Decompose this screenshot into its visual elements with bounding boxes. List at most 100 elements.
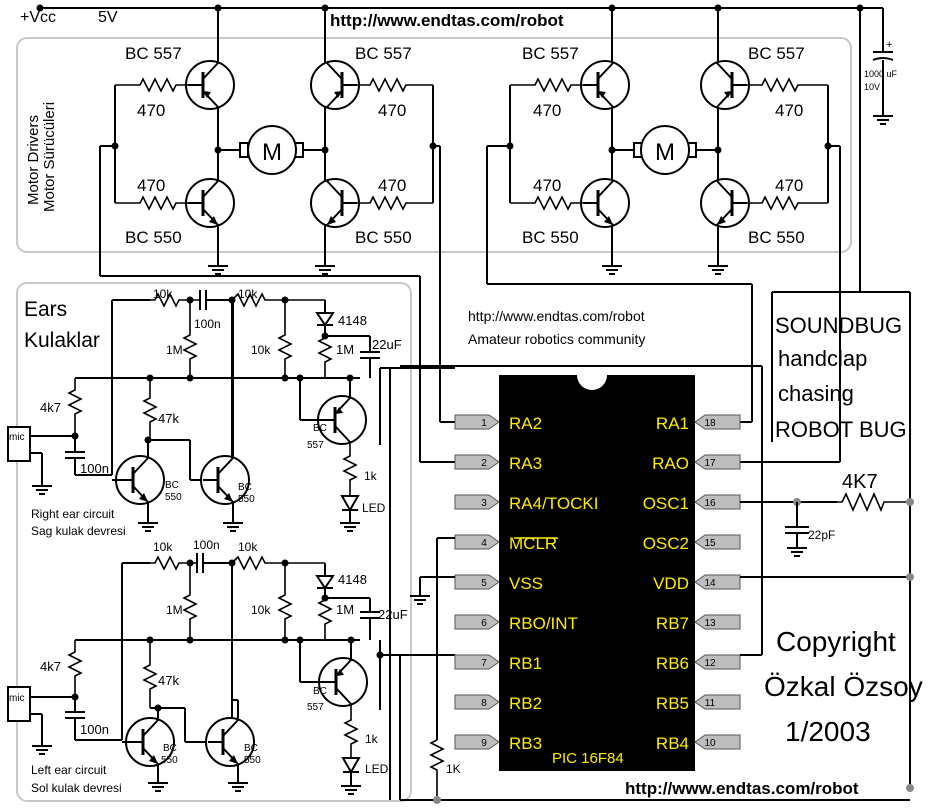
pnp-transistor [309, 59, 361, 111]
title-line-2: handclap [778, 346, 867, 371]
pin-number: 12 [704, 658, 716, 669]
chip-pin-left: 1 RA2 [454, 414, 542, 433]
part-label: 100n [80, 461, 109, 476]
npn-transistor [309, 177, 361, 229]
part-label: BC [244, 743, 258, 754]
part-label: 550 [244, 755, 261, 766]
pin-number: 3 [481, 498, 487, 509]
resistor-label: 470 [137, 176, 165, 195]
part-label: 4k7 [40, 400, 61, 415]
part-label: 10k [251, 343, 271, 357]
part-label: LED [362, 501, 386, 515]
part-label: 10k [238, 540, 258, 554]
part-label: LED [365, 762, 389, 776]
transistor-label: BC 557 [125, 44, 182, 63]
part-label: 550 [238, 494, 255, 505]
part-label: BC [163, 743, 177, 754]
part-label: 4k7 [40, 659, 61, 674]
pnp-transistor [699, 59, 751, 111]
community-url: http://www.endtas.com/robot [468, 308, 645, 324]
pin-name: VSS [509, 574, 543, 593]
motor-label: M [655, 139, 675, 166]
chip-pin-right: 12 RB6 [656, 654, 741, 673]
pin-number: 13 [704, 618, 716, 629]
pin-name: RBO/INT [509, 614, 578, 633]
transistor-label: BC 557 [748, 44, 805, 63]
part-label: 550 [161, 755, 178, 766]
part-label: 22uF [378, 607, 408, 622]
pnp-transistor [184, 59, 236, 111]
pin-name: RA3 [509, 454, 542, 473]
part-label: 100n [80, 722, 109, 737]
supply-rail [36, 4, 911, 788]
pin-number: 18 [704, 418, 716, 429]
title-line-4: ROBOT BUG [775, 417, 907, 442]
left-ear-circuit [7, 553, 455, 795]
pnp-transistor [579, 59, 631, 111]
motor-drivers-frame [16, 37, 852, 253]
pin-name: OSC2 [643, 534, 689, 553]
part-label: 10k [153, 540, 173, 554]
part-label: 100n [194, 317, 221, 331]
title-line-3: chasing [778, 381, 854, 406]
osc-resistor-label: 4K7 [842, 471, 878, 493]
ears-title-tr: Kulaklar [24, 329, 100, 352]
pin-number: 1 [481, 418, 487, 429]
pin-name: RB6 [656, 654, 689, 673]
pin-number: 14 [704, 578, 716, 589]
resistor-label: 470 [378, 101, 406, 120]
part-label: BC [313, 686, 327, 697]
pin-name: RB4 [656, 734, 689, 753]
copyright-line-1: Copyright [776, 626, 896, 657]
part-label: 4148 [338, 313, 367, 328]
transistor-label: BC 550 [355, 228, 412, 247]
footer-url: http://www.endtas.com/robot [625, 779, 859, 798]
copyright-line-2: Özkal Özsoy [764, 671, 923, 702]
npn-transistor [699, 177, 751, 229]
motor [640, 125, 690, 175]
part-label: 557 [307, 440, 324, 451]
resistor-label: 470 [775, 101, 803, 120]
motor-drivers-label: Motor Drivers [25, 115, 42, 205]
voltage-label: 5V [98, 9, 118, 26]
chip-pin-left: 2 RA3 [454, 454, 542, 473]
pin-name: RB5 [656, 694, 689, 713]
part-label: BC [238, 482, 252, 493]
part-label: 1M [166, 343, 183, 357]
header-url: http://www.endtas.com/robot [330, 11, 564, 30]
pin-number: 2 [481, 458, 487, 469]
transistor-label: BC 557 [355, 44, 412, 63]
part-label: 550 [165, 492, 182, 503]
part-label: BC [313, 423, 327, 434]
pin-number: 7 [481, 658, 487, 669]
osc-capacitor-label: 22pF [808, 528, 835, 542]
npn-transistor [184, 177, 236, 229]
chip-wiring [389, 365, 914, 804]
left-ear-label: Left ear circuit [31, 763, 107, 777]
mic-label: mic [9, 693, 25, 704]
capacitor-voltage: 10V [864, 82, 880, 92]
resistor-label: 470 [137, 101, 165, 120]
part-label: 1k [365, 732, 379, 746]
part-label: 4148 [338, 572, 367, 587]
part-label: 100n [193, 538, 220, 552]
pin-name: OSC1 [643, 494, 689, 513]
part-label: 10k [153, 287, 173, 301]
vcc-label: +Vcc [20, 9, 56, 26]
part-label: 47k [158, 673, 179, 688]
right-ear-label-tr: Sag kulak devresi [31, 524, 126, 538]
pin-name: RB1 [509, 654, 542, 673]
pin-name: RA2 [509, 414, 542, 433]
ears-title: Ears [24, 298, 67, 321]
title-line-1: SOUNDBUG [775, 313, 902, 338]
